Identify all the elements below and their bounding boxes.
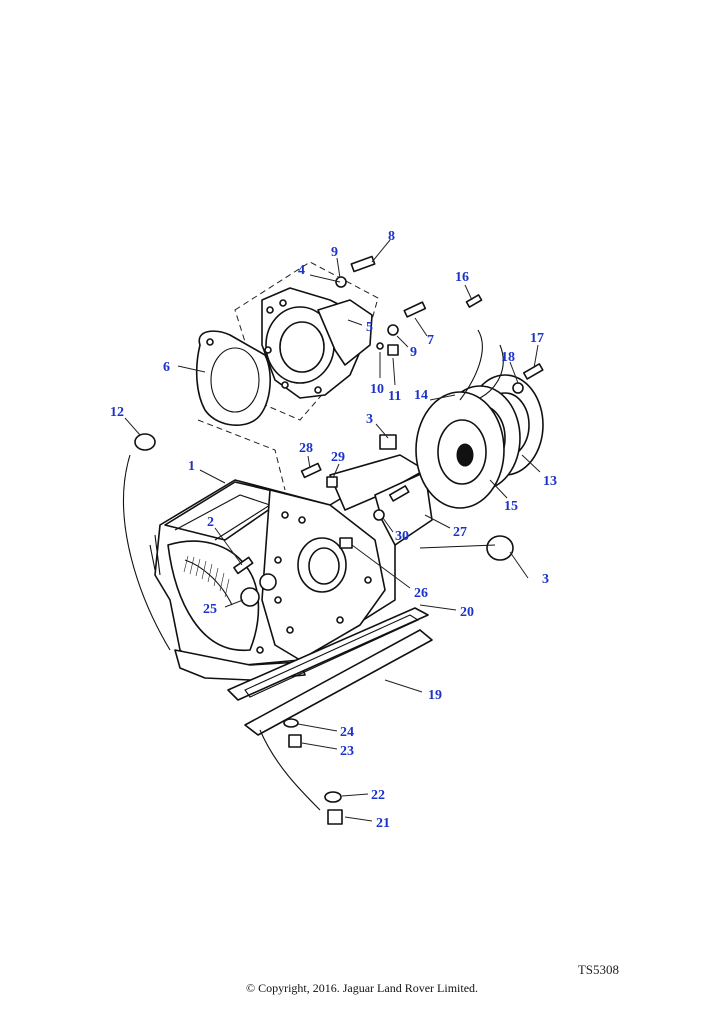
callout-3-upper: 3 — [366, 412, 373, 427]
callout-26: 26 — [414, 586, 428, 601]
callout-16: 16 — [455, 270, 469, 285]
callout-12: 12 — [110, 405, 124, 420]
drawing-reference: TS5308 — [577, 962, 619, 977]
callouts: 1 2 3 3 4 5 6 7 8 9 9 10 11 12 13 14 15 … — [110, 229, 557, 831]
callout-15: 15 — [504, 499, 518, 514]
callout-21: 21 — [376, 816, 390, 831]
callout-22: 22 — [371, 788, 385, 803]
callout-30: 30 — [395, 529, 409, 544]
sump-gaskets — [227, 607, 433, 736]
callout-28: 28 — [299, 441, 313, 456]
callout-3-lower: 3 — [542, 572, 549, 587]
callout-6: 6 — [163, 360, 170, 375]
callout-29: 29 — [331, 450, 345, 465]
explode-lines — [123, 329, 504, 811]
callout-1: 1 — [188, 459, 195, 474]
callout-13: 13 — [543, 474, 557, 489]
callout-17: 17 — [530, 331, 544, 346]
copyright-notice: © Copyright, 2016. Jaguar Land Rover Lim… — [245, 981, 479, 995]
callout-19: 19 — [428, 688, 442, 703]
callout-5: 5 — [366, 320, 373, 335]
callout-18: 18 — [501, 350, 515, 365]
callout-9-upper: 9 — [331, 245, 338, 260]
callout-27: 27 — [453, 525, 467, 540]
fasteners — [134, 255, 544, 825]
callout-14: 14 — [414, 388, 428, 403]
gasket-6 — [195, 330, 271, 426]
callout-10: 10 — [370, 382, 384, 397]
callout-9-lower: 9 — [410, 345, 417, 360]
output-housing — [234, 261, 379, 421]
callout-25: 25 — [203, 602, 217, 617]
bearing-housings — [415, 374, 544, 509]
leader-lines — [124, 239, 541, 822]
callout-24: 24 — [340, 725, 354, 740]
callout-2: 2 — [207, 515, 214, 530]
transfer-housing — [149, 454, 433, 681]
callout-7: 7 — [427, 333, 434, 348]
callout-4: 4 — [298, 263, 305, 278]
callout-23: 23 — [340, 744, 354, 759]
callout-20: 20 — [460, 605, 474, 620]
callout-11: 11 — [388, 389, 401, 404]
callout-8: 8 — [388, 229, 395, 244]
